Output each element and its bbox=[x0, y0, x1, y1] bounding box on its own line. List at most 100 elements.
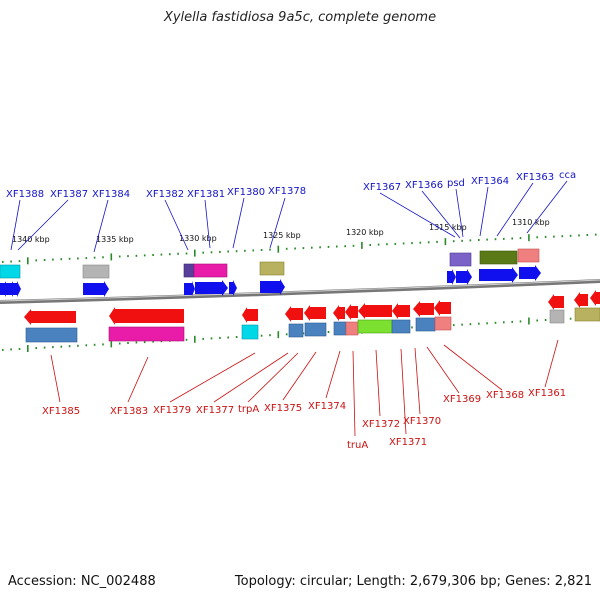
gene-box[interactable] bbox=[241, 324, 259, 340]
gene-box[interactable] bbox=[259, 261, 285, 276]
gene-label[interactable]: XF1374 bbox=[308, 401, 346, 412]
gene-label[interactable]: XF1381 bbox=[187, 189, 225, 200]
gene-arrow-reverse[interactable] bbox=[333, 305, 345, 321]
scale-tick bbox=[52, 346, 54, 349]
gene-box[interactable] bbox=[517, 248, 540, 263]
gene-label[interactable]: XF1367 bbox=[363, 182, 401, 193]
gene-box[interactable] bbox=[333, 321, 347, 336]
gene-label[interactable]: XF1380 bbox=[227, 187, 265, 198]
gene-label[interactable]: XF1379 bbox=[153, 405, 191, 416]
gene-label[interactable]: trpA bbox=[238, 404, 259, 415]
gene-label[interactable]: XF1377 bbox=[196, 405, 234, 416]
gene-arrow-reverse[interactable] bbox=[392, 303, 410, 319]
scale-tick bbox=[110, 340, 113, 348]
scale-tick bbox=[544, 235, 547, 238]
scale-tick bbox=[27, 345, 29, 352]
scale-tick bbox=[528, 317, 530, 325]
gene-arrow-forward[interactable] bbox=[456, 269, 472, 285]
gene-box[interactable] bbox=[549, 309, 565, 324]
gene-box[interactable] bbox=[449, 252, 472, 267]
scale-tick bbox=[586, 234, 589, 236]
scale-tick bbox=[102, 343, 104, 346]
gene-label[interactable]: XF1378 bbox=[268, 186, 306, 197]
genome-title: Xylella fastidiosa 9a5c, complete genome bbox=[163, 10, 437, 25]
scale-tick bbox=[319, 246, 321, 249]
gene-arrow-reverse[interactable] bbox=[358, 303, 392, 319]
scale-tick bbox=[185, 338, 188, 341]
gene-arrow-forward[interactable] bbox=[83, 281, 109, 297]
scale-tick bbox=[127, 255, 129, 258]
gene-box[interactable] bbox=[391, 319, 411, 334]
gene-box[interactable] bbox=[479, 250, 518, 265]
gene-arrow-forward[interactable] bbox=[13, 281, 21, 297]
gene-box[interactable] bbox=[108, 326, 185, 342]
gene-arrow-forward[interactable] bbox=[229, 280, 237, 296]
gene-box[interactable] bbox=[25, 327, 78, 343]
scale-tick bbox=[68, 257, 71, 260]
gene-label[interactable]: XF1375 bbox=[264, 403, 302, 414]
gene-arrow-reverse[interactable] bbox=[434, 300, 451, 316]
gene-label[interactable]: truA bbox=[347, 440, 368, 451]
gene-arrow-reverse[interactable] bbox=[285, 306, 303, 322]
scale-tick bbox=[10, 348, 12, 351]
gene-label[interactable]: XF1383 bbox=[110, 406, 148, 417]
scale-tick bbox=[528, 234, 530, 242]
gene-label[interactable]: XF1363 bbox=[516, 172, 554, 183]
gene-arrow-reverse[interactable] bbox=[548, 294, 564, 310]
gene-arrow-forward[interactable] bbox=[479, 267, 518, 283]
gene-arrow-reverse[interactable] bbox=[24, 309, 76, 325]
gene-box[interactable] bbox=[304, 322, 327, 337]
scale-tick bbox=[369, 244, 371, 246]
scale-tick bbox=[235, 250, 238, 253]
gene-label[interactable]: XF1368 bbox=[486, 390, 524, 401]
scale-tick bbox=[93, 343, 96, 346]
gene-box[interactable] bbox=[415, 317, 436, 332]
gene-arrow-reverse[interactable] bbox=[109, 307, 184, 325]
gene-box[interactable] bbox=[288, 323, 304, 338]
gene-arrow-forward[interactable] bbox=[184, 281, 195, 296]
scale-tick bbox=[210, 337, 213, 340]
scale-tick bbox=[452, 324, 455, 327]
gene-box[interactable] bbox=[193, 263, 228, 278]
gene-label[interactable]: cca bbox=[559, 170, 576, 181]
gene-label[interactable]: XF1371 bbox=[389, 437, 427, 448]
gene-box[interactable] bbox=[345, 321, 359, 336]
gene-label[interactable]: XF1388 bbox=[6, 189, 44, 200]
gene-box[interactable] bbox=[357, 319, 393, 334]
gene-label[interactable]: XF1382 bbox=[146, 189, 184, 200]
gene-arrow-reverse[interactable] bbox=[242, 307, 258, 323]
gene-arrow-reverse[interactable] bbox=[574, 292, 588, 308]
gene-arrow-reverse[interactable] bbox=[590, 290, 600, 306]
gene-label[interactable]: XF1387 bbox=[50, 189, 88, 200]
gene-arrow-forward[interactable] bbox=[447, 269, 456, 285]
gene-label[interactable]: XF1366 bbox=[405, 180, 443, 191]
gene-box[interactable] bbox=[574, 307, 600, 322]
scale-tick bbox=[503, 321, 505, 324]
scale-tick bbox=[152, 340, 154, 343]
gene-arrow-reverse[interactable] bbox=[413, 301, 434, 317]
scale-tick bbox=[85, 257, 88, 260]
scale-tick bbox=[110, 253, 113, 261]
gene-box[interactable] bbox=[434, 316, 452, 331]
scale-tick bbox=[486, 322, 488, 325]
scale-tick bbox=[210, 251, 213, 254]
gene-arrow-forward[interactable] bbox=[260, 279, 285, 295]
gene-box[interactable] bbox=[183, 263, 195, 278]
gene-label[interactable]: XF1384 bbox=[92, 189, 130, 200]
gene-label[interactable]: XF1385 bbox=[42, 406, 80, 417]
gene-arrow-reverse[interactable] bbox=[345, 304, 358, 320]
gene-label[interactable]: XF1364 bbox=[471, 176, 509, 187]
gene-arrow-forward[interactable] bbox=[195, 280, 228, 296]
gene-label[interactable]: XF1372 bbox=[362, 419, 400, 430]
gene-arrow-reverse[interactable] bbox=[304, 305, 326, 321]
gene-arrow-forward[interactable] bbox=[519, 265, 541, 281]
gene-label[interactable]: XF1369 bbox=[443, 394, 481, 405]
gene-box[interactable] bbox=[82, 264, 110, 279]
scale-tick bbox=[18, 260, 21, 263]
scale-tick bbox=[35, 347, 37, 350]
gene-label[interactable]: psd bbox=[447, 178, 465, 189]
gene-label[interactable]: XF1361 bbox=[528, 388, 566, 399]
scale-tick bbox=[35, 259, 37, 262]
gene-label[interactable]: XF1370 bbox=[403, 416, 441, 427]
gene-box[interactable] bbox=[0, 264, 21, 279]
